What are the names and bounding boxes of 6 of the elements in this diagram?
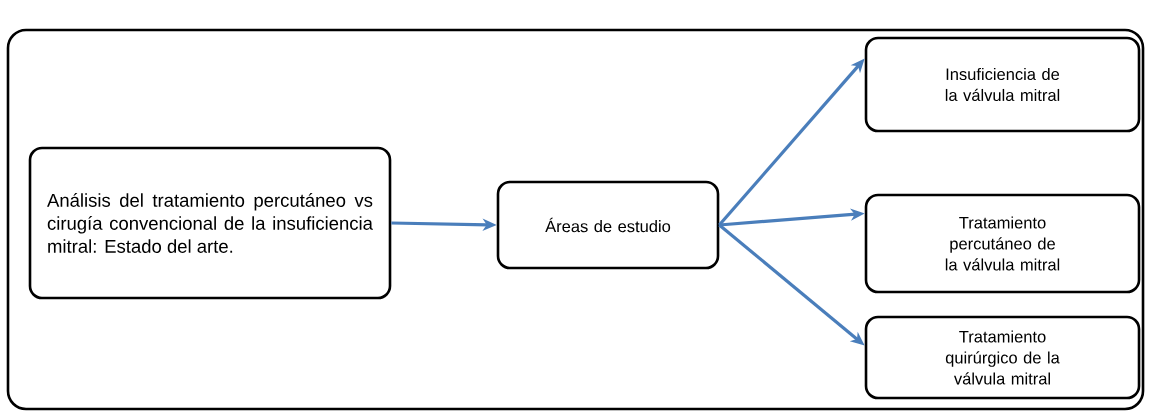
process-box: Áreas de estudio bbox=[496, 180, 720, 270]
process-box: Insuficiencia de la válvula mitral bbox=[864, 36, 1141, 133]
process-box: Análisis del tratamiento percutáneo vs cirugía convencional de la insuficiencia mitral: Estado del arte. bbox=[28, 146, 392, 300]
process-box: Tratamiento quirúrgico de la válvula mitral bbox=[864, 315, 1141, 400]
frame bbox=[6, 28, 1145, 411]
process-box: Tratamiento percutáneo de la válvula mitral bbox=[864, 193, 1141, 294]
